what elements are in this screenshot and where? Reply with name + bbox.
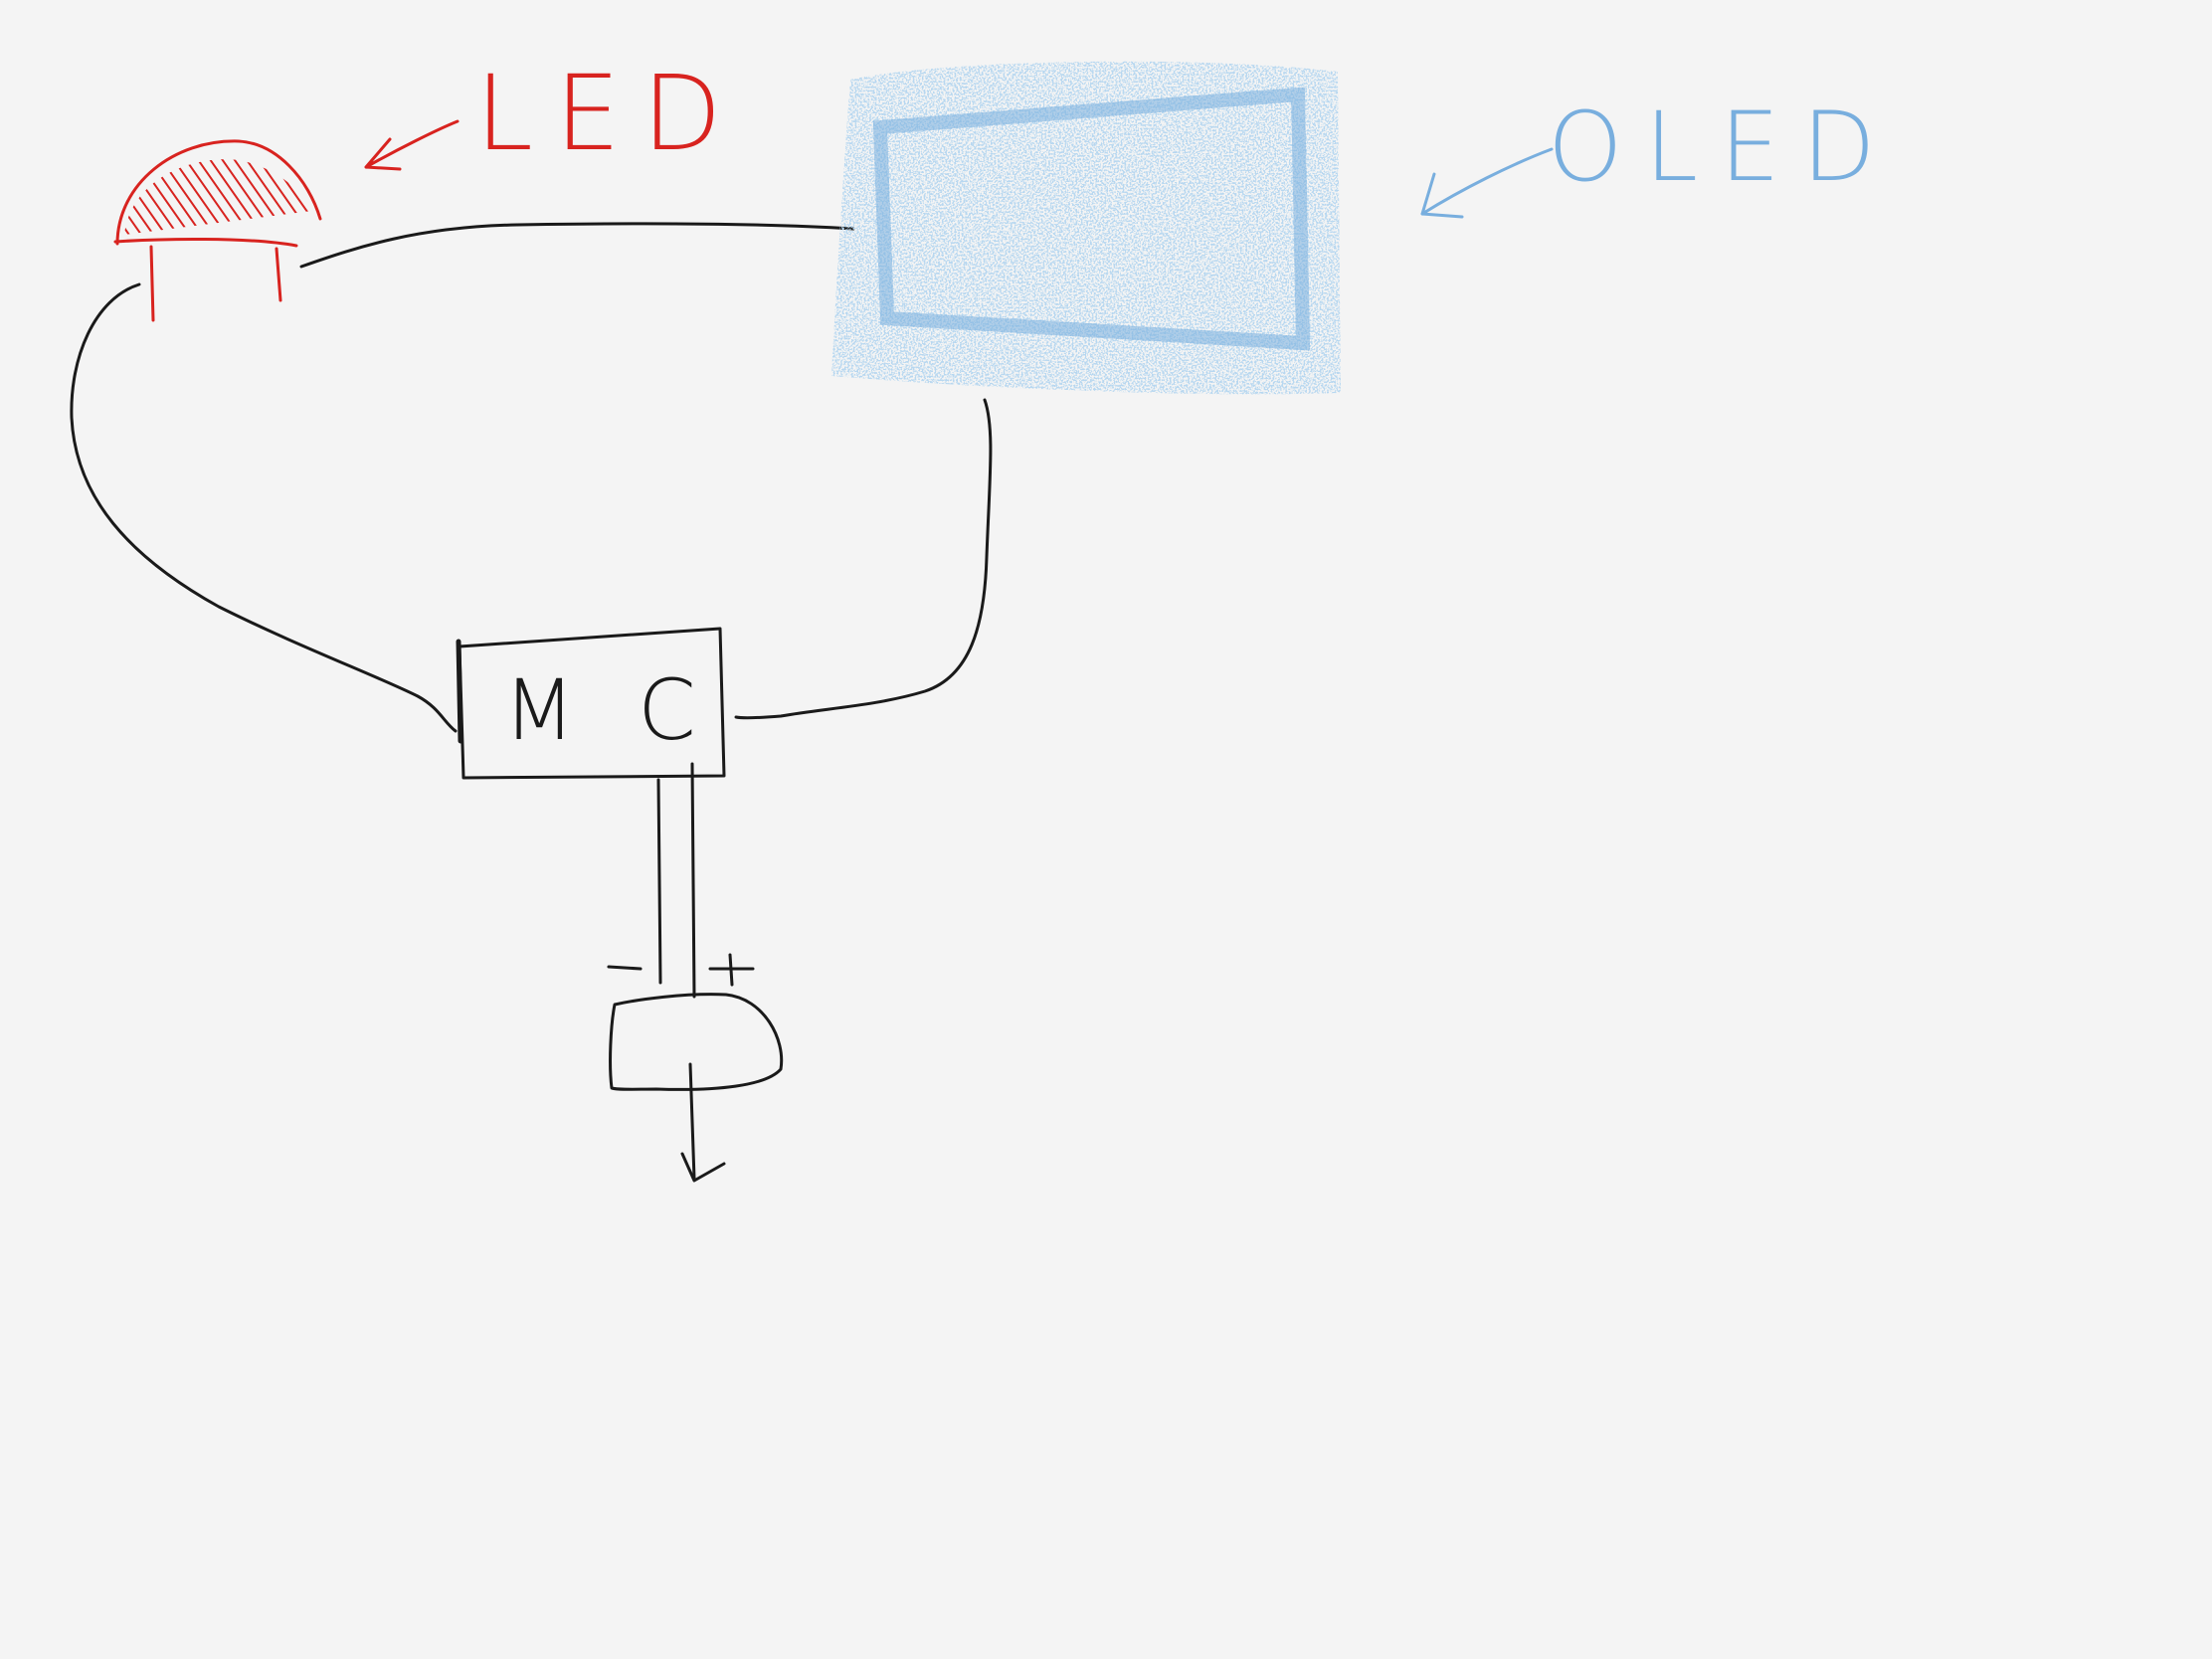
led-pointer-arrow (364, 119, 460, 171)
oled-pointer-arrow (1420, 147, 1554, 219)
plus-sign-v (728, 953, 734, 987)
battery-body (609, 993, 784, 1091)
wire-mc-positive (690, 762, 696, 999)
mc-label: M C (503, 661, 714, 759)
wire-mc-negative (656, 778, 662, 985)
wire-oled-to-mc (734, 398, 993, 720)
oled-display-icon (831, 61, 1341, 395)
led-label: LED (475, 53, 744, 174)
led-icon (113, 139, 322, 322)
minus-sign (607, 965, 643, 971)
oled-label: OLED (1548, 92, 1898, 203)
wire-led-to-mc (70, 282, 458, 733)
ground-lead (688, 1062, 696, 1181)
ground-arrow (680, 1152, 726, 1183)
wire-led-to-oled (299, 222, 855, 269)
mc-left-mark (456, 639, 463, 744)
